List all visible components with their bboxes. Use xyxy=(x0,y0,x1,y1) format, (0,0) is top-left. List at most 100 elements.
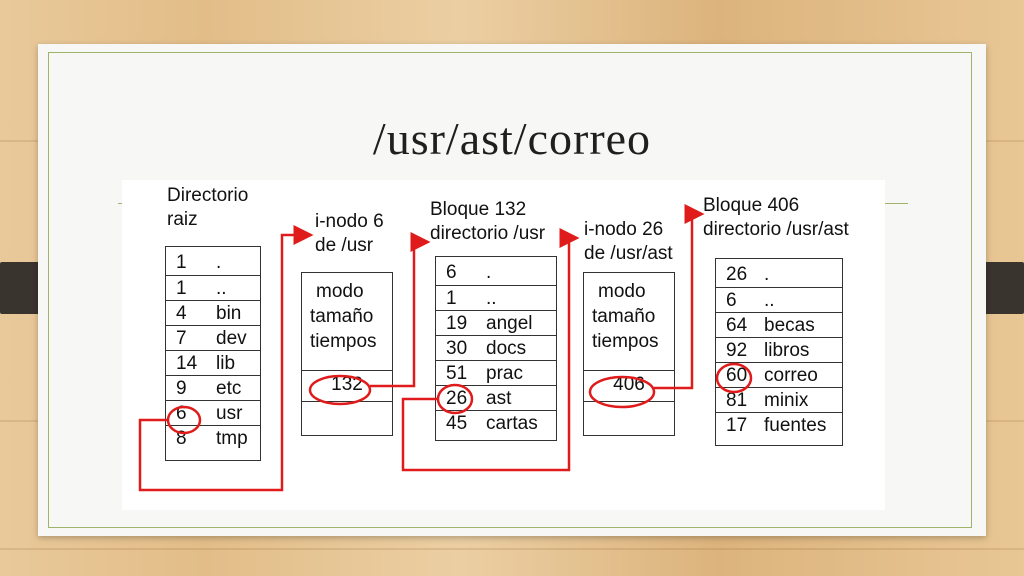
root-directory-label: Directorio raiz xyxy=(167,184,248,232)
directory-entry-row: 9 etc xyxy=(166,375,260,400)
entry-name: prac xyxy=(486,363,523,384)
entry-inode-number: 8 xyxy=(176,428,187,449)
entry-inode-number: 26 xyxy=(446,388,468,409)
entry-name: tmp xyxy=(216,428,248,449)
entry-name: cartas xyxy=(486,413,538,434)
entry-inode-number: 81 xyxy=(726,390,748,411)
inode-usr-field-size: tamaño xyxy=(310,306,374,327)
entry-name: docs xyxy=(486,338,527,359)
block-406-label: Bloque 406 directorio /usr/ast xyxy=(703,194,849,242)
entry-name: .. xyxy=(216,278,227,299)
entry-inode-number: 9 xyxy=(176,378,187,399)
directory-entry-row: 1.. xyxy=(436,285,556,310)
entry-name: libros xyxy=(764,340,810,361)
entry-inode-number: 60 xyxy=(726,365,748,386)
directory-entry-row: 60 correo xyxy=(716,362,842,387)
directory-entry-row: 19 angel xyxy=(436,310,556,335)
directory-entry-row: 26 ast xyxy=(436,385,556,410)
entry-name: bin xyxy=(216,303,242,324)
entry-inode-number: 4 xyxy=(176,303,187,324)
inode-ast-field-mode: modo xyxy=(598,281,646,302)
entry-inode-number: 1 xyxy=(176,278,187,299)
highlight-circle-block-26 xyxy=(436,383,474,415)
entry-inode-number: 7 xyxy=(176,328,187,349)
inode-ast-separator xyxy=(584,370,674,371)
entry-inode-number: 14 xyxy=(176,353,198,374)
entry-inode-number: 6 xyxy=(176,403,187,424)
slide-frame xyxy=(48,52,972,528)
inode-usr-separator xyxy=(302,370,392,371)
inode-ast-field-times: tiempos xyxy=(592,331,659,352)
entry-name: . xyxy=(764,264,770,285)
entry-name: angel xyxy=(486,313,533,334)
entry-name: becas xyxy=(764,315,815,336)
block-132-label: Bloque 132 directorio /usr xyxy=(430,198,545,246)
inode-usr-label-line2: de /usr xyxy=(315,235,374,256)
directory-entry-row: 4 bin xyxy=(166,300,260,325)
entry-inode-number: 30 xyxy=(446,338,468,359)
inode-usr-block-number: 132 xyxy=(331,374,363,395)
entry-inode-number: 92 xyxy=(726,340,748,361)
directory-entry-row: 6. xyxy=(436,260,556,285)
inode-ast-label: i-nodo 26 de /usr/ast xyxy=(584,218,673,266)
block-406-label-line2: directorio /usr/ast xyxy=(703,219,849,240)
arrow-inode-usr-to-block-132 xyxy=(370,232,431,388)
entry-name: .. xyxy=(764,290,775,311)
left-binder-clip xyxy=(0,262,40,314)
directory-entry-row: 92 libros xyxy=(716,337,842,362)
entry-inode-number: 26 xyxy=(726,264,748,285)
inode-usr-box: modo tamaño tiempos 132 xyxy=(301,272,393,436)
inode-usr-label-line1: i-nodo 6 xyxy=(315,211,384,232)
root-label-line1: Directorio xyxy=(167,185,249,206)
entry-name: usr xyxy=(216,403,243,424)
directory-entry-row: 1.. xyxy=(166,275,260,300)
entry-name: . xyxy=(486,262,492,283)
entry-inode-number: 6 xyxy=(726,290,737,311)
directory-entry-row: 1. xyxy=(166,250,260,275)
inode-ast-separator-2 xyxy=(584,401,674,402)
arrow-root-to-inode-usr xyxy=(138,225,314,492)
directory-entry-row: 81 minix xyxy=(716,387,842,412)
entry-name: fuentes xyxy=(764,415,827,436)
title-rule-right xyxy=(880,203,908,204)
arrow-block-26-to-inode-ast xyxy=(401,228,580,472)
directory-entry-row: 6 usr xyxy=(166,400,260,425)
entry-name: . xyxy=(216,252,222,273)
directory-entry-row: 7 dev xyxy=(166,325,260,350)
inode-usr-separator-2 xyxy=(302,401,392,402)
inode-ast-field-size: tamaño xyxy=(592,306,656,327)
directory-entry-row: 30 docs xyxy=(436,335,556,360)
entry-name: .. xyxy=(486,288,497,309)
highlight-circle-inode-132 xyxy=(308,374,372,406)
entry-name: etc xyxy=(216,378,242,399)
highlight-circle-inode-406 xyxy=(588,375,656,409)
entry-inode-number: 1 xyxy=(446,288,457,309)
directory-entry-row: 6.. xyxy=(716,287,842,312)
pointer-arrows xyxy=(138,204,753,492)
entry-inode-number: 1 xyxy=(176,252,187,273)
inode-usr-field-mode: modo xyxy=(316,281,364,302)
highlight-circle-block-60 xyxy=(715,362,753,394)
block-406-label-line1: Bloque 406 xyxy=(703,195,800,216)
inode-ast-box: modo tamaño tiempos 406 xyxy=(583,272,675,436)
entry-name: minix xyxy=(764,390,809,411)
block-132-label-line1: Bloque 132 xyxy=(430,199,527,220)
highlight-circle-root-6 xyxy=(166,405,202,435)
entry-name: ast xyxy=(486,388,512,409)
directory-entry-row: 26. xyxy=(716,262,842,287)
entry-name: dev xyxy=(216,328,247,349)
entry-inode-number: 19 xyxy=(446,313,468,334)
entry-name: correo xyxy=(764,365,818,386)
block-132-label-line2: directorio /usr xyxy=(430,223,546,244)
slide-title: /usr/ast/correo xyxy=(372,113,652,164)
arrow-inode-ast-to-block-406 xyxy=(654,204,705,390)
entry-inode-number: 6 xyxy=(446,262,457,283)
